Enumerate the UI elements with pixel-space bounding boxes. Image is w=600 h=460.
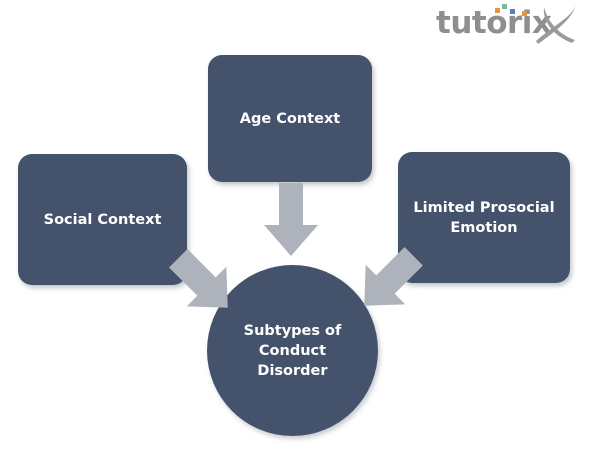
logo-square-blue-icon	[510, 9, 515, 14]
node-social-context-label: Social Context	[43, 211, 162, 228]
logo-square-orange-icon	[495, 8, 500, 13]
logo-square-teal-icon	[502, 4, 507, 9]
node-limited-prosocial-emotion-label: Limited Prosocial Emotion	[413, 199, 555, 236]
node-age-context-label: Age Context	[239, 110, 341, 127]
logo-dot-orange-icon	[522, 11, 527, 16]
arrow-lpe-to-center-icon	[364, 247, 423, 306]
tutorix-logo: tutorix	[436, 4, 586, 50]
node-social-context[interactable]: Social Context	[18, 154, 187, 285]
logo-wordmark: tutorix	[436, 5, 552, 41]
arrow-social-to-center-icon	[169, 249, 228, 308]
logo-swoosh-icon	[536, 5, 576, 44]
node-limited-prosocial-emotion[interactable]: Limited Prosocial Emotion	[398, 152, 570, 283]
arrow-age-to-center-icon	[264, 183, 318, 256]
node-age-context[interactable]: Age Context	[208, 55, 372, 182]
node-subtypes-of-conduct-disorder-label: Subtypes of Conduct Disorder	[243, 322, 342, 379]
node-subtypes-of-conduct-disorder[interactable]: Subtypes of Conduct Disorder	[207, 265, 378, 436]
